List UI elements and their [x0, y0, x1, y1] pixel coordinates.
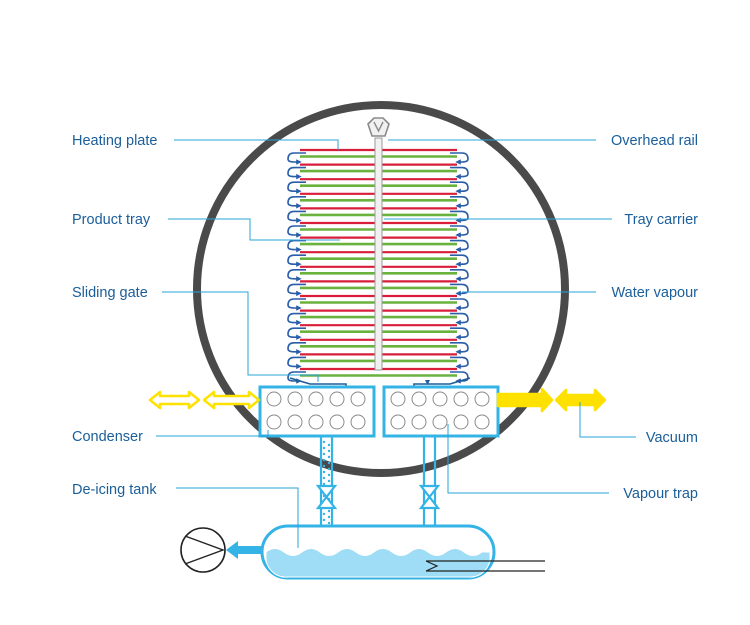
label-condenser: Condenser: [72, 429, 143, 445]
condenser-coil: [474, 391, 490, 407]
valve-icon: [418, 484, 441, 510]
water-drop: [327, 461, 331, 465]
condenser-coil: [287, 414, 303, 430]
curved-arrow-icon: [450, 254, 469, 267]
curved-arrow-icon: [287, 152, 306, 165]
curved-arrow-icon: [287, 356, 306, 370]
label-vacuum: Vacuum: [646, 430, 698, 446]
condenser-coil: [390, 391, 406, 407]
water-drop: [322, 482, 326, 486]
curved-arrow-icon: [450, 327, 469, 340]
curved-arrow-icon: [287, 298, 306, 311]
curved-arrow-icon: [450, 152, 469, 165]
condenser-coil: [329, 414, 345, 430]
label-product-tray: Product tray: [72, 212, 151, 228]
condenser-coil: [308, 414, 324, 430]
water-drop: [327, 443, 331, 447]
water-drop: [327, 515, 331, 519]
condenser-coil: [350, 391, 366, 407]
condenser-coil: [453, 391, 469, 407]
vacuum-chamber: [193, 101, 569, 477]
curved-arrow-icon: [450, 181, 469, 194]
water-drop: [327, 473, 331, 477]
condenser-coil: [432, 414, 448, 430]
curved-arrow-icon: [450, 225, 469, 238]
condenser-coil: [474, 414, 490, 430]
label-heating-plate: Heating plate: [72, 133, 157, 149]
water-drop: [327, 455, 331, 459]
condenser-coil: [287, 391, 303, 407]
curved-arrow-icon: [450, 239, 469, 253]
condenser-coil: [266, 391, 282, 407]
curved-arrow-icon: [287, 327, 306, 340]
water-drop: [322, 446, 326, 450]
water-drop: [327, 467, 331, 471]
condenser-coil: [390, 414, 406, 430]
vacuum-flow-arrows: [148, 387, 607, 413]
curved-arrow-icon: [287, 181, 306, 194]
label-overhead-rail: Overhead rail: [611, 133, 698, 149]
leader-lines: [156, 139, 636, 548]
curved-arrow-icon: [450, 298, 469, 311]
water-drop: [322, 512, 326, 516]
curved-arrow-icon: [450, 312, 469, 326]
condenser-right: [382, 385, 500, 438]
curved-arrow-icon: [450, 210, 469, 224]
curved-arrow-icon: [287, 269, 306, 282]
double-arrow-icon: [554, 388, 607, 412]
condenser-coil: [266, 414, 282, 430]
curved-arrow-icon: [287, 166, 306, 180]
de-icing-tank: [260, 524, 545, 580]
curved-arrow-icon: [287, 342, 306, 355]
overhead-rail-hook: [367, 117, 390, 137]
curved-arrow-icon: [287, 225, 306, 238]
curved-arrow-icon: [450, 269, 469, 282]
curved-arrow-icon: [450, 342, 469, 355]
drain-pipes: [319, 436, 437, 535]
tray-carrier-post: [374, 137, 383, 371]
valve-icon: [315, 484, 338, 510]
water-drop: [322, 518, 326, 522]
label-tray-carrier: Tray carrier: [624, 212, 698, 228]
label-vapour-trap: Vapour trap: [623, 486, 698, 502]
water-drop: [322, 440, 326, 444]
curved-arrow-icon: [287, 254, 306, 267]
double-arrow-icon: [148, 390, 201, 410]
water-drop: [327, 509, 331, 513]
condenser-left: [258, 385, 376, 438]
curved-arrow-icon: [450, 196, 469, 209]
water-drop: [322, 470, 326, 474]
condenser-coil: [329, 391, 345, 407]
water-drop: [327, 521, 331, 525]
curved-arrow-icon: [287, 210, 306, 224]
condenser-coil: [308, 391, 324, 407]
curved-arrow-icon: [450, 166, 469, 180]
water-drop: [322, 476, 326, 480]
curved-arrow-icon: [287, 312, 306, 326]
curved-arrow-icon: [287, 283, 306, 297]
water-drop: [327, 449, 331, 453]
label-sliding-gate: Sliding gate: [72, 285, 148, 301]
curved-arrow-icon: [287, 239, 306, 253]
curved-arrow-icon: [450, 356, 469, 370]
label-de-icing-tank: De-icing tank: [72, 482, 157, 498]
curved-arrow-icon: [450, 283, 469, 297]
water-drop: [322, 458, 326, 462]
label-water-vapour: Water vapour: [612, 285, 699, 301]
pump-icon: [180, 527, 262, 573]
curved-arrow-icon: [287, 196, 306, 209]
condenser-coil: [411, 414, 427, 430]
water-drop: [327, 479, 331, 483]
water-drop: [322, 464, 326, 468]
condenser-coil: [453, 414, 469, 430]
arrow-right-icon: [496, 387, 554, 413]
water-drop: [322, 452, 326, 456]
condenser-coil: [411, 391, 427, 407]
double-arrow-icon: [202, 390, 261, 410]
condenser-coil: [350, 414, 366, 430]
curved-arrow-icon: [287, 371, 306, 384]
condenser-coil: [432, 391, 448, 407]
